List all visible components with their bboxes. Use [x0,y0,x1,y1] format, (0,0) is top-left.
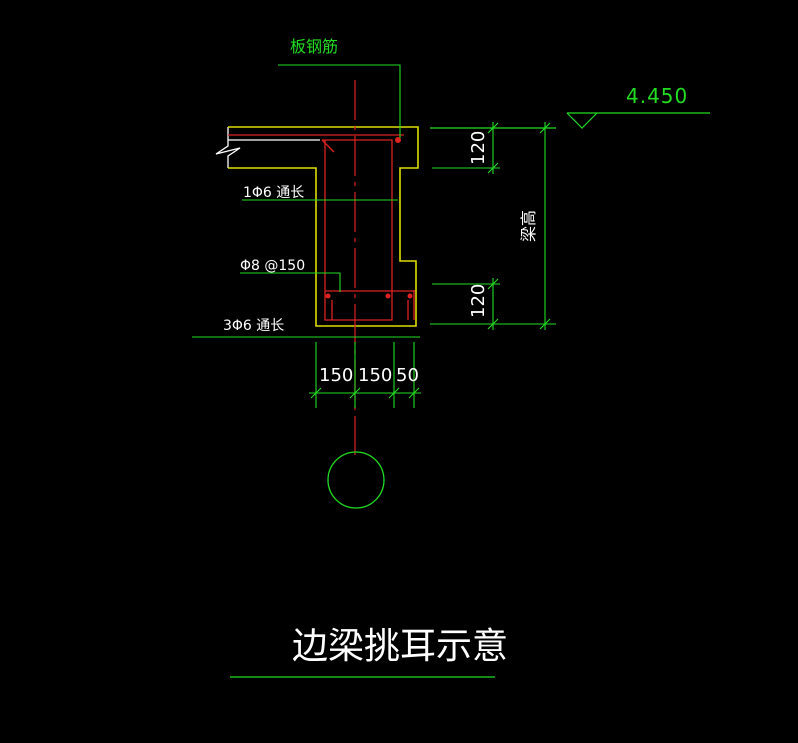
width-label-1: 150 [319,365,353,386]
elevation-label: 4.450 [626,84,688,108]
elevation-mark [430,112,710,129]
slab-rebar-leader [278,64,401,138]
rebar-dots [325,137,413,299]
right-dimensions [430,122,556,330]
bottom-rebar-label: 3Φ6 通长 [223,318,284,334]
stirrup-leader [240,272,341,292]
leader-lines [192,64,420,338]
drawing-title: 边梁挑耳示意 [292,626,508,667]
stirrup-label: Φ8 @150 [240,258,305,274]
column-circle [327,451,385,509]
rebar-group [228,134,415,321]
width-label-3: 50 [396,365,419,386]
dim-bottom-label: 120 [468,284,489,318]
slab-rebar-label: 板钢筋 [290,37,338,56]
stirrup [322,139,393,321]
bottom-dimensions [309,342,421,408]
beam-height-label: 梁高 [519,210,538,242]
dim-top-label: 120 [468,131,489,165]
width-label-2: 150 [358,365,392,386]
slab-outline [215,127,320,168]
beam-outline [228,126,419,327]
top-rebar-label: 1Φ6 通长 [243,185,304,201]
stirrup-hook [321,139,335,153]
